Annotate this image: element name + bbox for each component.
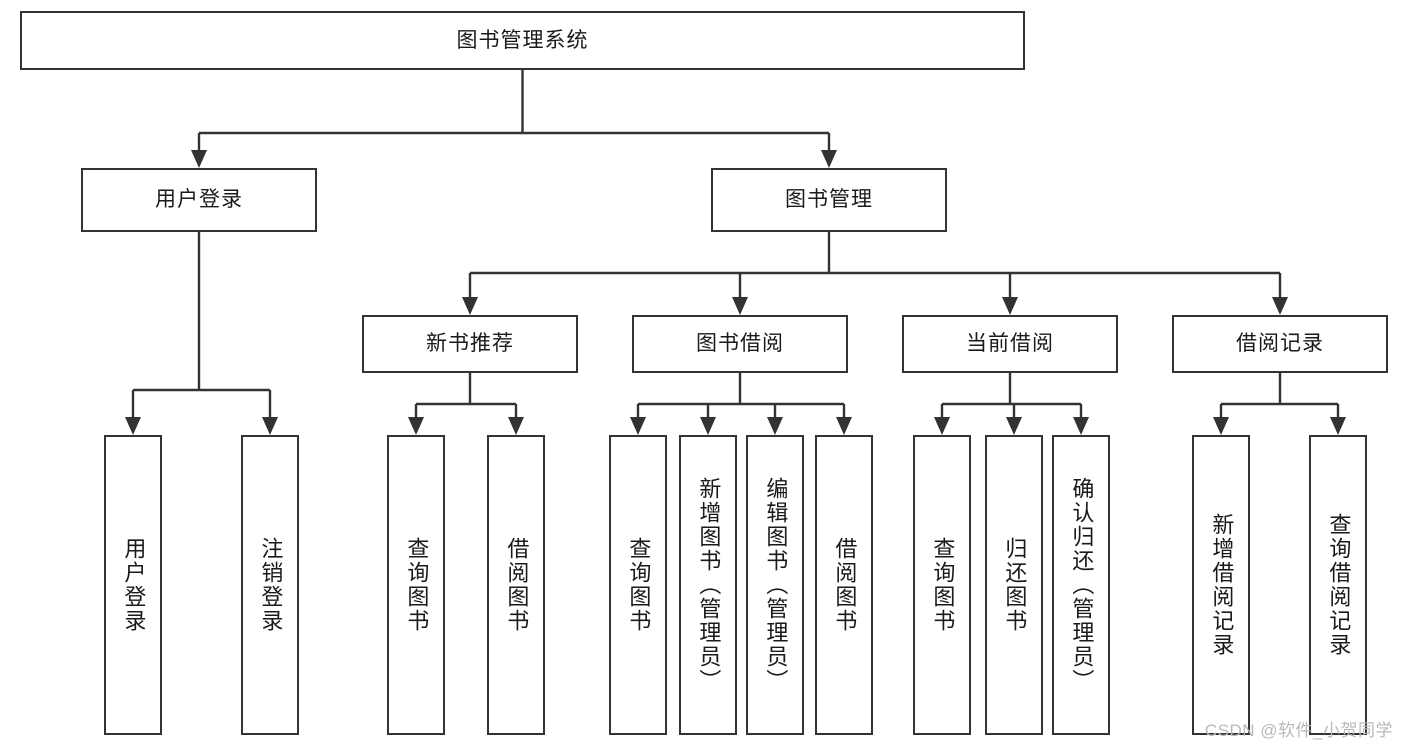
node-new-book-recommend[interactable]: 新书推荐 xyxy=(362,315,578,373)
leaf-label: 查询图书 xyxy=(404,537,430,633)
leaf-label: 查询图书 xyxy=(930,537,956,633)
leaf-label: 查询借阅记录 xyxy=(1326,513,1352,657)
leaf-logout-login[interactable]: 注销登录 xyxy=(241,435,299,735)
connector-userlogin-to-leaves xyxy=(125,232,278,435)
connector-root-to-level2 xyxy=(191,70,837,168)
node-book-manage[interactable]: 图书管理 xyxy=(711,168,947,232)
node-current-borrow[interactable]: 当前借阅 xyxy=(902,315,1118,373)
leaf-borrow-book[interactable]: 借阅图书 xyxy=(815,435,873,735)
node-label: 借阅记录 xyxy=(1236,332,1324,356)
leaf-label: 注销登录 xyxy=(258,537,284,633)
leaf-add-book-admin[interactable]: 新增图书（管理员） xyxy=(679,435,737,735)
connector-bookmanage-to-level3 xyxy=(462,232,1288,315)
node-root-system[interactable]: 图书管理系统 xyxy=(20,11,1025,70)
leaf-confirm-return-admin[interactable]: 确认归还（管理员） xyxy=(1052,435,1110,735)
leaf-query-book-recommend[interactable]: 查询图书 xyxy=(387,435,445,735)
node-label: 图书管理系统 xyxy=(456,28,589,52)
leaf-add-borrow-record[interactable]: 新增借阅记录 xyxy=(1192,435,1250,735)
connector-currentborrow-to-leaves xyxy=(934,373,1089,435)
node-label: 用户登录 xyxy=(155,188,243,212)
leaf-label: 用户登录 xyxy=(121,537,147,633)
leaf-label: 确认归还（管理员） xyxy=(1069,477,1095,693)
node-book-borrow[interactable]: 图书借阅 xyxy=(632,315,848,373)
node-label: 新书推荐 xyxy=(426,332,514,356)
connector-newbook-to-leaves xyxy=(408,373,524,435)
node-label: 图书管理 xyxy=(785,188,873,212)
node-borrow-record[interactable]: 借阅记录 xyxy=(1172,315,1388,373)
leaf-label: 借阅图书 xyxy=(832,537,858,633)
leaf-label: 编辑图书（管理员） xyxy=(763,477,789,693)
leaf-label: 新增图书（管理员） xyxy=(696,477,722,693)
leaf-query-book-borrow[interactable]: 查询图书 xyxy=(609,435,667,735)
leaf-user-login[interactable]: 用户登录 xyxy=(104,435,162,735)
leaf-return-book[interactable]: 归还图书 xyxy=(985,435,1043,735)
leaf-label: 查询图书 xyxy=(626,537,652,633)
leaf-label: 归还图书 xyxy=(1002,537,1028,633)
node-label: 当前借阅 xyxy=(966,332,1054,356)
leaf-label: 借阅图书 xyxy=(504,537,530,633)
leaf-query-book-current[interactable]: 查询图书 xyxy=(913,435,971,735)
node-label: 图书借阅 xyxy=(696,332,784,356)
connector-borrowrecord-to-leaves xyxy=(1213,373,1346,435)
leaf-label: 新增借阅记录 xyxy=(1209,513,1235,657)
connector-bookborrow-to-leaves xyxy=(630,373,852,435)
node-user-login[interactable]: 用户登录 xyxy=(81,168,317,232)
csdn-watermark: CSDN @软件_小贺同学 xyxy=(1204,721,1393,740)
leaf-query-borrow-record[interactable]: 查询借阅记录 xyxy=(1309,435,1367,735)
leaf-edit-book-admin[interactable]: 编辑图书（管理员） xyxy=(746,435,804,735)
leaf-borrow-book-recommend[interactable]: 借阅图书 xyxy=(487,435,545,735)
